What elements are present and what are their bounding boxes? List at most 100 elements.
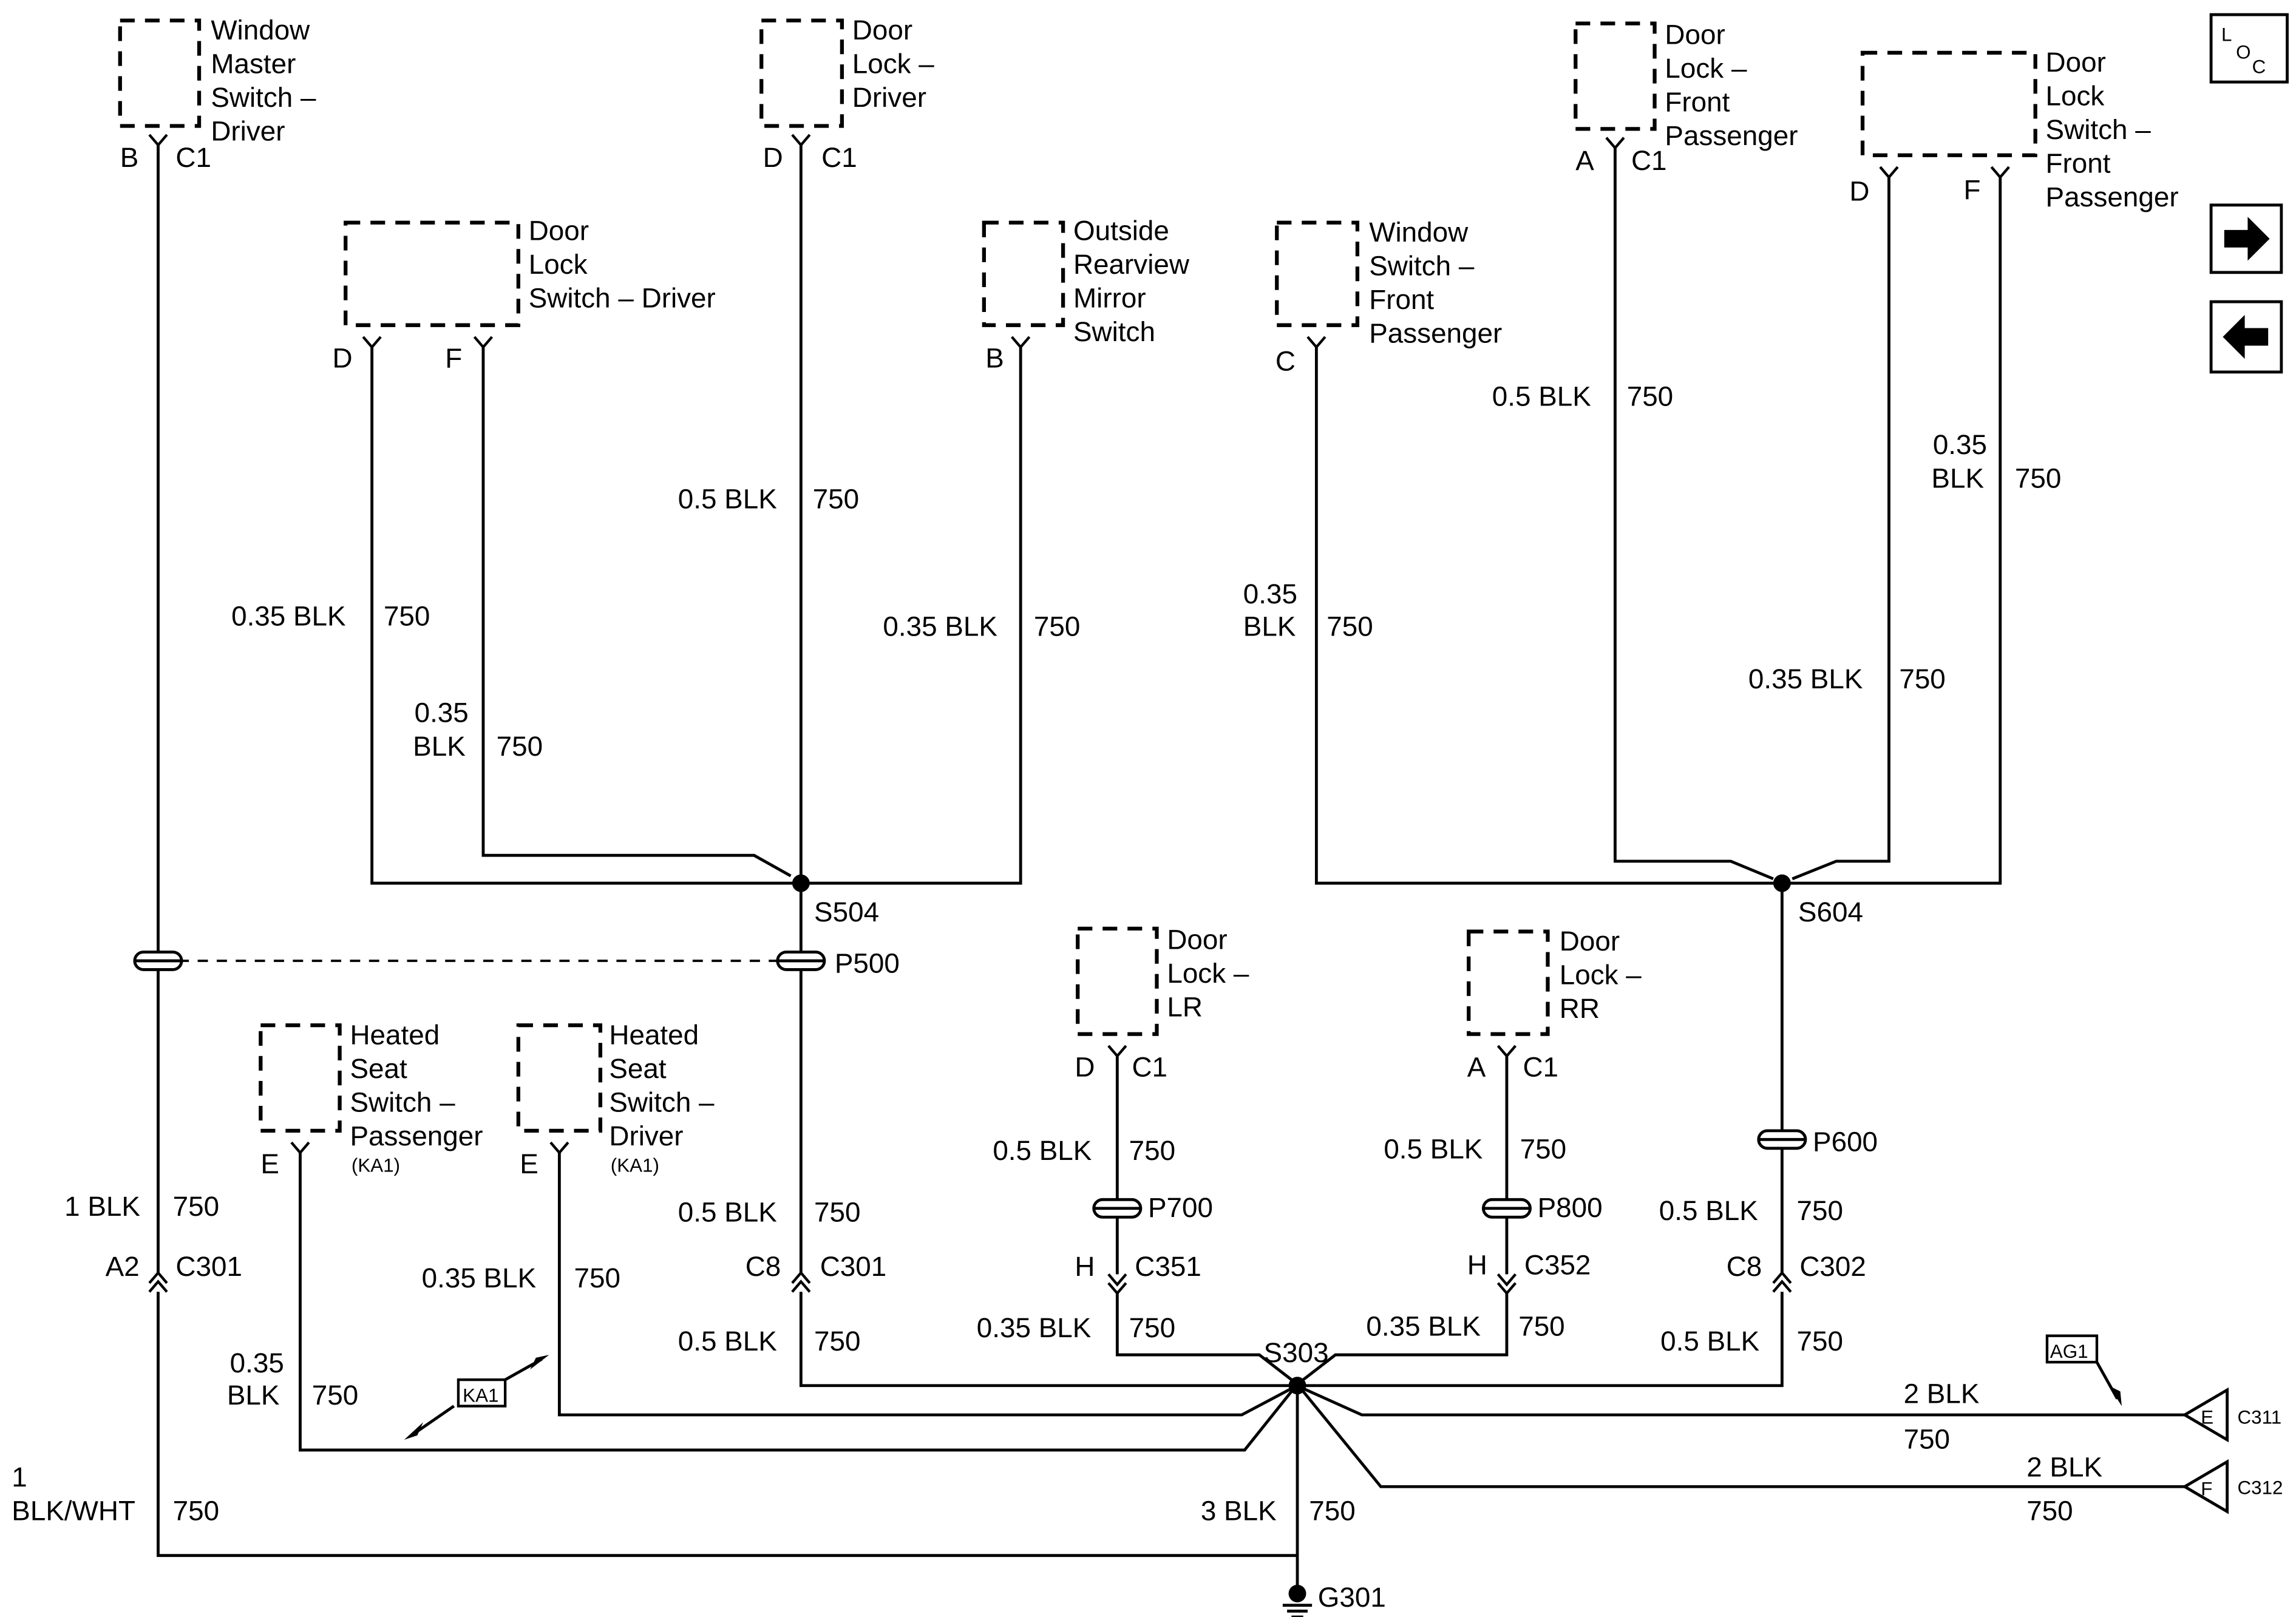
- connector-label: C301: [175, 1251, 242, 1282]
- wire-size-label: 0.5 BLK: [1659, 1195, 1758, 1226]
- wire-size-label: 0.35 BLK: [422, 1263, 537, 1293]
- splice-s303: [1288, 1377, 1306, 1395]
- c311-connector: [2181, 1387, 2229, 1443]
- wire-size-label: 0.5 BLK: [1492, 381, 1591, 412]
- wire-size-label: 1 BLK: [64, 1191, 140, 1222]
- component-label: Master: [211, 49, 296, 80]
- component-label: Lock –: [1665, 53, 1747, 84]
- pin-label: E: [520, 1148, 538, 1179]
- component-label: Passenger: [1369, 318, 1502, 349]
- ka1-option-tag: KA1: [404, 1355, 549, 1440]
- pass-through-label: P600: [1813, 1127, 1878, 1158]
- component-label: Window: [211, 15, 310, 46]
- pass-through-label: P700: [1148, 1192, 1213, 1223]
- heated-seat-switch-passenger: Heated Seat Switch – Passenger (KA1) E: [259, 1019, 483, 1179]
- component-label: Switch –: [1369, 251, 1475, 282]
- component-label: Door: [1665, 19, 1725, 50]
- component-label: LR: [1167, 992, 1203, 1023]
- outside-rearview-mirror-switch: Outside Rearview Mirror Switch B: [982, 215, 1190, 374]
- option-tag-label: AG1: [2050, 1341, 2088, 1362]
- component-label: Lock –: [1167, 958, 1249, 989]
- door-lock-front-passenger: Door Lock – Front Passenger A C1: [1574, 19, 1798, 176]
- pin-label: D: [1075, 1052, 1095, 1083]
- component-label: Door: [1560, 926, 1620, 957]
- splice-label: S504: [814, 897, 879, 927]
- arrow-left-icon[interactable]: [2209, 300, 2283, 374]
- pin-label: D: [333, 343, 353, 374]
- p600-grommet: [1757, 1129, 1807, 1150]
- component-label: Seat: [350, 1053, 407, 1084]
- connector-pin-label: E: [2201, 1406, 2213, 1428]
- wire-size-label: BLK: [1931, 463, 1984, 494]
- door-lock-lr: Door Lock – LR D C1: [1075, 924, 1249, 1083]
- circuit-number-label: 750: [384, 600, 430, 631]
- circuit-number-label: 750: [1627, 381, 1673, 412]
- circuit-number-label: 750: [173, 1191, 219, 1222]
- option-note: (KA1): [352, 1154, 400, 1176]
- wire-size-label: 0.35: [415, 697, 469, 728]
- pin-label: A: [1575, 145, 1594, 176]
- p500-grommet: [776, 951, 826, 971]
- pin-label: D: [763, 142, 783, 173]
- p800-grommet: [1481, 1198, 1532, 1219]
- wire-size-label: 0.35: [1933, 429, 1987, 460]
- splice-label: S303: [1264, 1337, 1329, 1368]
- wire-size-label: 0.35 BLK: [1748, 663, 1863, 694]
- component-label: Mirror: [1073, 283, 1146, 314]
- connector-label: C1: [175, 142, 211, 173]
- component-label: Switch: [1073, 316, 1155, 347]
- wire-size-label: BLK: [413, 731, 466, 762]
- ground-g301: [1282, 1584, 1313, 1617]
- component-label: Heated: [350, 1019, 440, 1050]
- component-label: Switch –: [350, 1086, 455, 1117]
- circuit-number-label: 750: [1520, 1134, 1566, 1165]
- component-label: Passenger: [350, 1120, 483, 1151]
- circuit-number-label: 750: [312, 1380, 358, 1411]
- loc-letter-o: O: [2236, 42, 2250, 63]
- circuit-number-label: 750: [1518, 1311, 1564, 1342]
- p500-left-grommet: [133, 951, 183, 971]
- loc-button[interactable]: L O C: [2209, 13, 2289, 84]
- connector-label: C1: [821, 142, 857, 173]
- component-label: Driver: [609, 1120, 683, 1151]
- wire-size-label: 3 BLK: [1201, 1496, 1277, 1527]
- door-lock-switch-front-passenger: Door Lock Switch – Front Passenger D F: [1849, 47, 2178, 212]
- circuit-number-label: 750: [814, 1196, 860, 1227]
- circuit-number-label: 750: [1904, 1423, 1950, 1454]
- wire-size-label: 0.35: [1243, 578, 1297, 609]
- arrow-right-icon[interactable]: [2209, 203, 2283, 274]
- component-label: Lock –: [1560, 960, 1642, 991]
- component-label: Rearview: [1073, 249, 1190, 280]
- door-lock-rr: Door Lock – RR A C1: [1467, 926, 1642, 1083]
- wire-size-label: BLK: [1243, 611, 1296, 642]
- heated-seat-switch-driver: Heated Seat Switch – Driver (KA1) E: [516, 1019, 715, 1179]
- wire-size-label: 0.5 BLK: [678, 1326, 777, 1357]
- loc-letter-c: C: [2252, 56, 2266, 78]
- component-label: Lock: [529, 249, 588, 280]
- connector-pin-label: C8: [746, 1251, 781, 1282]
- connector-label: C312: [2238, 1477, 2283, 1498]
- circuit-number-label: 750: [173, 1496, 219, 1527]
- wire-size-label: 0.35 BLK: [977, 1312, 1092, 1343]
- pin-label: C: [1275, 345, 1296, 376]
- component-label: Lock –: [852, 49, 935, 80]
- pass-through-label: P500: [835, 947, 900, 978]
- wire-size-label: 0.35 BLK: [1366, 1311, 1481, 1342]
- wire-size-label: 2 BLK: [1904, 1378, 1980, 1409]
- circuit-number-label: 750: [1034, 611, 1080, 642]
- wire-size-label: 0.5 BLK: [1384, 1134, 1483, 1165]
- pin-label: F: [1963, 174, 1980, 205]
- connector-label: C1: [1132, 1052, 1167, 1083]
- component-label: Heated: [609, 1019, 699, 1050]
- ground-label: G301: [1318, 1582, 1386, 1613]
- pass-through-grommets: [133, 951, 1807, 1219]
- pin-label: E: [260, 1148, 279, 1179]
- circuit-number-label: 750: [1129, 1312, 1175, 1343]
- circuit-number-label: 750: [814, 1326, 860, 1357]
- component-label: Front: [1369, 284, 1434, 315]
- window-switch-front-passenger: Window Switch – Front Passenger C: [1275, 217, 1502, 377]
- connector-label: C301: [820, 1251, 887, 1282]
- wire-size-label: 2 BLK: [2026, 1451, 2102, 1482]
- component-label: Switch –: [211, 82, 316, 113]
